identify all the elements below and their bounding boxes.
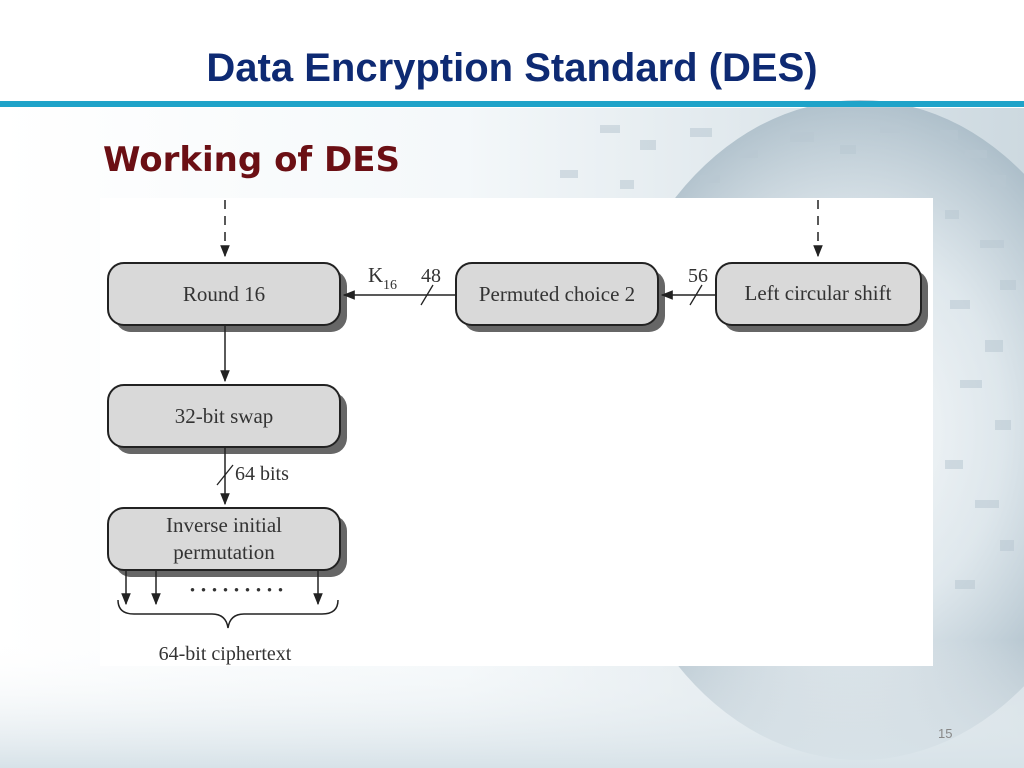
permuted-choice-2-label: Permuted choice 2 <box>479 282 635 306</box>
left-circular-shift-label: Left circular shift <box>745 281 892 305</box>
slide-subtitle: Working of DES <box>103 140 400 180</box>
background-grid-texture <box>560 125 1016 589</box>
32-bit-swap-label: 32-bit swap <box>175 404 274 428</box>
inverse-initial-permutation-box: Inverse initial permutation <box>107 507 347 577</box>
32-bit-swap-box: 32-bit swap <box>107 384 347 454</box>
slash-48 <box>420 284 434 306</box>
output-brace <box>117 599 339 629</box>
label-k-subscript: 16 <box>383 278 397 293</box>
output-dots: • • • • • • • • • <box>190 583 284 599</box>
left-circular-shift-box: Left circular shift <box>715 262 928 332</box>
permuted-choice-2-box: Permuted choice 2 <box>455 262 665 332</box>
label-56: 56 <box>688 265 708 287</box>
inverse-initial-label-line-1: Inverse initial <box>166 513 282 537</box>
slash-56 <box>689 284 703 306</box>
label-64-bits: 64 bits <box>235 463 289 485</box>
slide-number: 15 <box>938 726 953 741</box>
round-16-label: Round 16 <box>183 282 265 306</box>
label-k: K <box>368 263 383 287</box>
label-64-bit-ciphertext: 64-bit ciphertext <box>159 643 292 665</box>
label-48: 48 <box>421 265 441 287</box>
round-16-box: Round 16 <box>107 262 347 332</box>
slide-title: Data Encryption Standard (DES) <box>206 46 818 90</box>
slash-64 <box>216 464 234 486</box>
inverse-initial-label-line-2: permutation <box>173 540 275 564</box>
